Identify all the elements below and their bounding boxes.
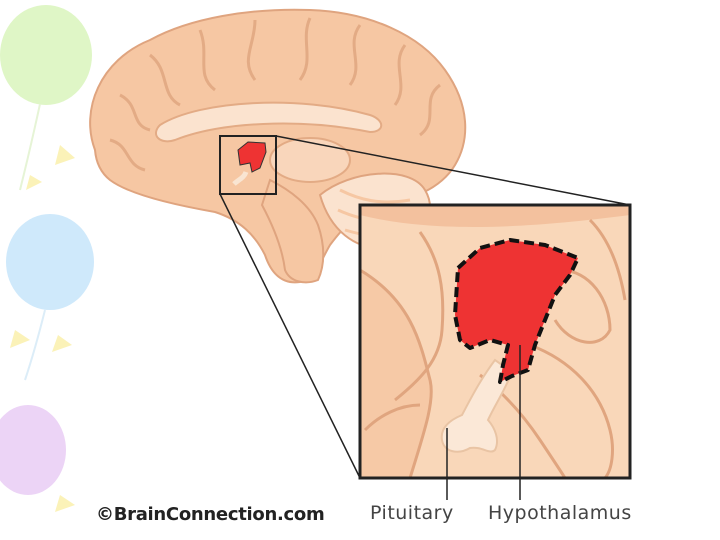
corpus-callosum (155, 101, 383, 143)
copyright-text: ©BrainConnection.com (96, 504, 325, 525)
pituitary-label: Pituitary (370, 502, 454, 524)
zoom-line-bottom (219, 193, 361, 479)
inset-frame (358, 203, 632, 480)
balloon-green-icon (0, 5, 92, 105)
hypothalamus-label: Hypothalamus (488, 502, 632, 524)
brainstem (260, 178, 325, 284)
balloon-decoration (0, 5, 94, 512)
balloon-blue-icon (6, 214, 94, 310)
hypothalamus-small (237, 141, 267, 173)
zoom-line-top (275, 135, 631, 206)
balloon-purple-icon (0, 405, 66, 495)
hypothalamus-large (453, 238, 580, 384)
zoom-source-box (219, 135, 277, 195)
pituitary-stalk (440, 358, 514, 453)
enlarged-inset (358, 203, 632, 480)
